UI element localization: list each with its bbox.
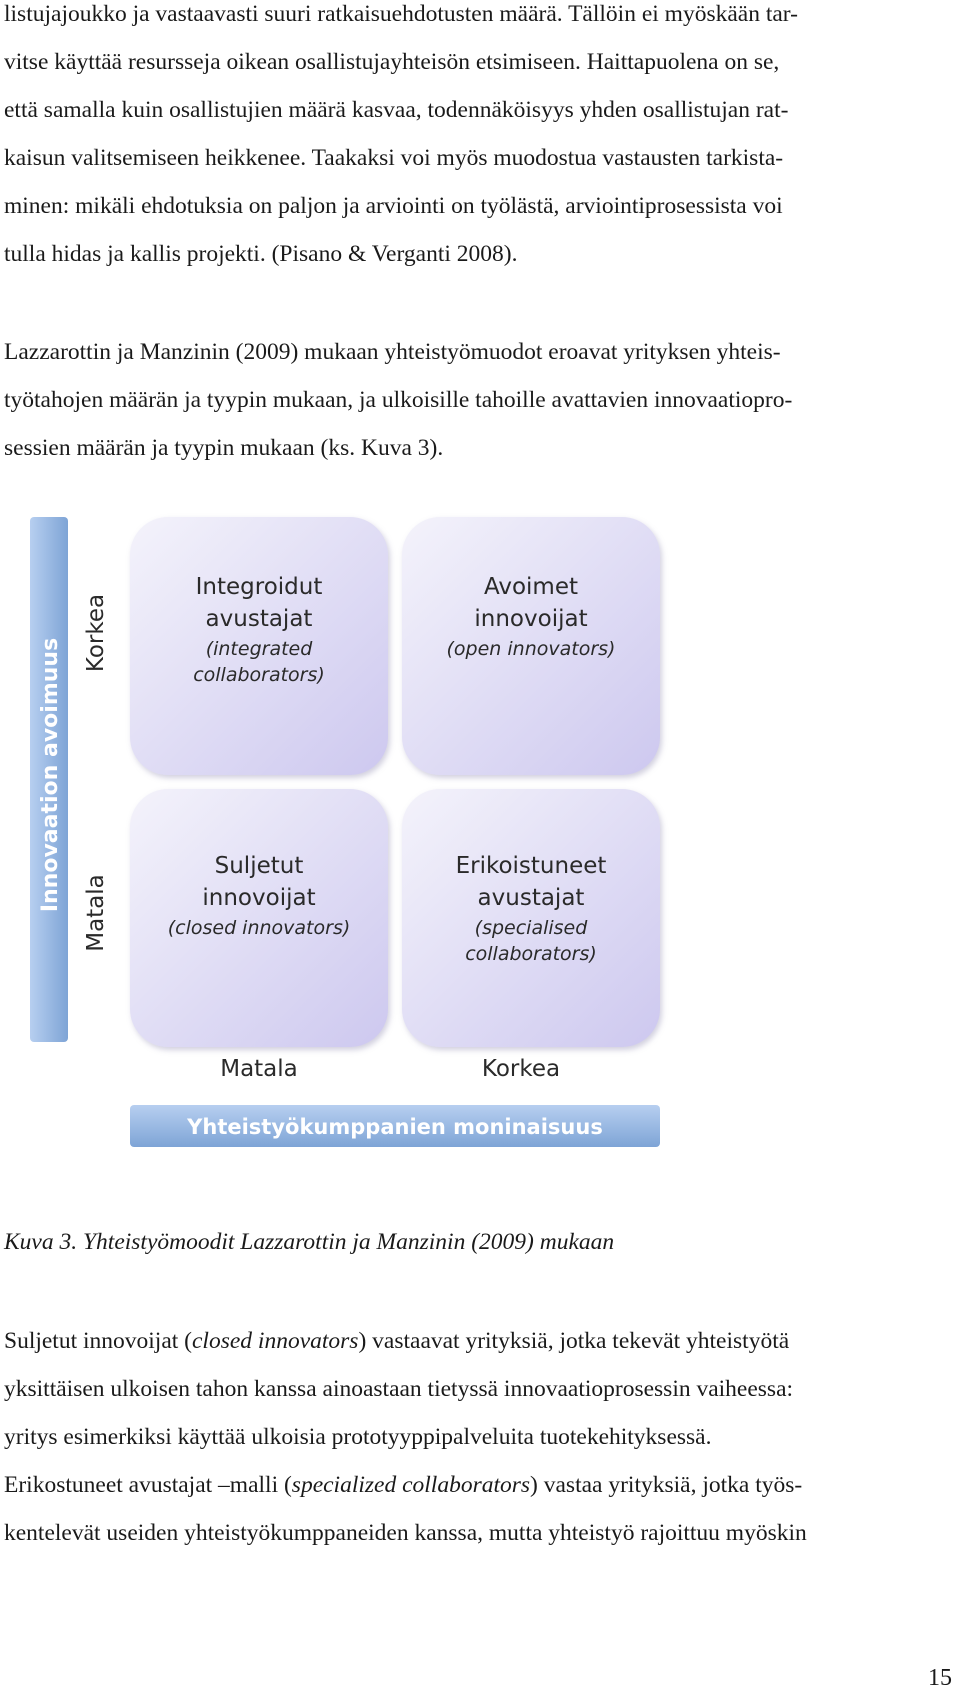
quadrant-bottom-right-title-2: avustajat (478, 885, 585, 911)
quadrant-top-right (402, 517, 660, 775)
x-label-high: Korkea (482, 1056, 560, 1082)
quadrant-bottom-right-title-1: Erikoistuneet (456, 853, 607, 879)
quadrant-bottom-left-title-1: Suljetut (215, 853, 304, 879)
text-line: sessien määrän ja tyypin mukaan (ks. Kuv… (4, 435, 444, 461)
quadrant-top-left-en-1: (integrated (206, 638, 314, 660)
paragraph-3: Suljetut innovoijat (closed innovators) … (4, 1317, 954, 1557)
page-number: 15 (928, 1665, 952, 1691)
text-line: kentelevät useiden yhteistyökumppaneiden… (4, 1520, 807, 1546)
x-label-low: Matala (220, 1056, 298, 1082)
paragraph-2: Lazzarottin ja Manzinin (2009) mukaan yh… (4, 328, 954, 472)
y-label-high: Korkea (83, 594, 109, 672)
emphasis: closed innovators (192, 1328, 359, 1354)
quadrant-top-right-en-1: (open innovators) (447, 638, 616, 660)
text-line: Lazzarottin ja Manzinin (2009) mukaan yh… (4, 339, 781, 365)
quadrant-top-right-title-2: innovoijat (474, 606, 587, 632)
text-line: kaisun valitsemiseen heikkenee. Taakaksi… (4, 145, 784, 171)
text-segment: Suljetut innovoijat ( (4, 1328, 192, 1354)
text-line: minen: mikäli ehdotuksia on paljon ja ar… (4, 193, 783, 219)
quadrant-top-left-title-1: Integroidut (196, 574, 323, 600)
text-line: Suljetut innovoijat (closed innovators) … (4, 1317, 954, 1365)
x-axis-title: Yhteistyökumppanien moninaisuus (186, 1115, 603, 1139)
quadrant-bottom-right-en-2: collaborators) (465, 943, 597, 965)
text-line: että samalla kuin osallistujien määrä ka… (4, 97, 789, 123)
quadrant-top-left (130, 517, 388, 775)
quadrant-bottom-right (402, 789, 660, 1047)
text-line: tulla hidas ja kallis projekti. (Pisano … (4, 241, 518, 267)
quadrant-top-right-title-1: Avoimet (484, 574, 578, 600)
x-axis-bar (130, 1105, 660, 1147)
text-line: työtahojen määrän ja tyypin mukaan, ja u… (4, 387, 793, 413)
text-segment: ) vastaa yrityksiä, jotka työs- (530, 1472, 803, 1498)
quadrant-bottom-left-en-1: (closed innovators) (168, 917, 351, 939)
y-label-low: Matala (83, 874, 109, 952)
figure-caption: Kuva 3. Yhteistyömoodit Lazzarottin ja M… (4, 1229, 615, 1255)
quadrant-bottom-left (130, 789, 388, 1047)
paragraph-1: listujajoukko ja vastaavasti suuri ratka… (4, 0, 954, 278)
text-line: vitse käyttää resursseja oikean osallist… (4, 49, 780, 75)
y-axis-bar (30, 517, 68, 1042)
quadrant-top-left-en-2: collaborators) (193, 664, 325, 686)
text-line: listujajoukko ja vastaavasti suuri ratka… (4, 1, 798, 27)
text-line: yritys esimerkiksi käyttää ulkoisia prot… (4, 1424, 712, 1450)
text-line: Erikostuneet avustajat –malli (specializ… (4, 1461, 954, 1509)
text-segment: ) vastaavat yrityksiä, jotka tekevät yht… (358, 1328, 790, 1354)
emphasis: specialized collaborators (291, 1472, 531, 1498)
quadrant-bottom-right-en-1: (specialised (475, 917, 589, 939)
quadrant-top-left-title-2: avustajat (206, 606, 313, 632)
y-axis-title: Innovaation avoimuus (38, 638, 63, 912)
text-line: yksittäisen ulkoisen tahon kanssa ainoas… (4, 1376, 794, 1402)
quadrant-bottom-left-title-2: innovoijat (202, 885, 315, 911)
text-segment: Erikostuneet avustajat –malli ( (4, 1472, 292, 1498)
figure-collaboration-modes: Innovaation avoimuus Korkea Matala Integ… (0, 505, 960, 1155)
